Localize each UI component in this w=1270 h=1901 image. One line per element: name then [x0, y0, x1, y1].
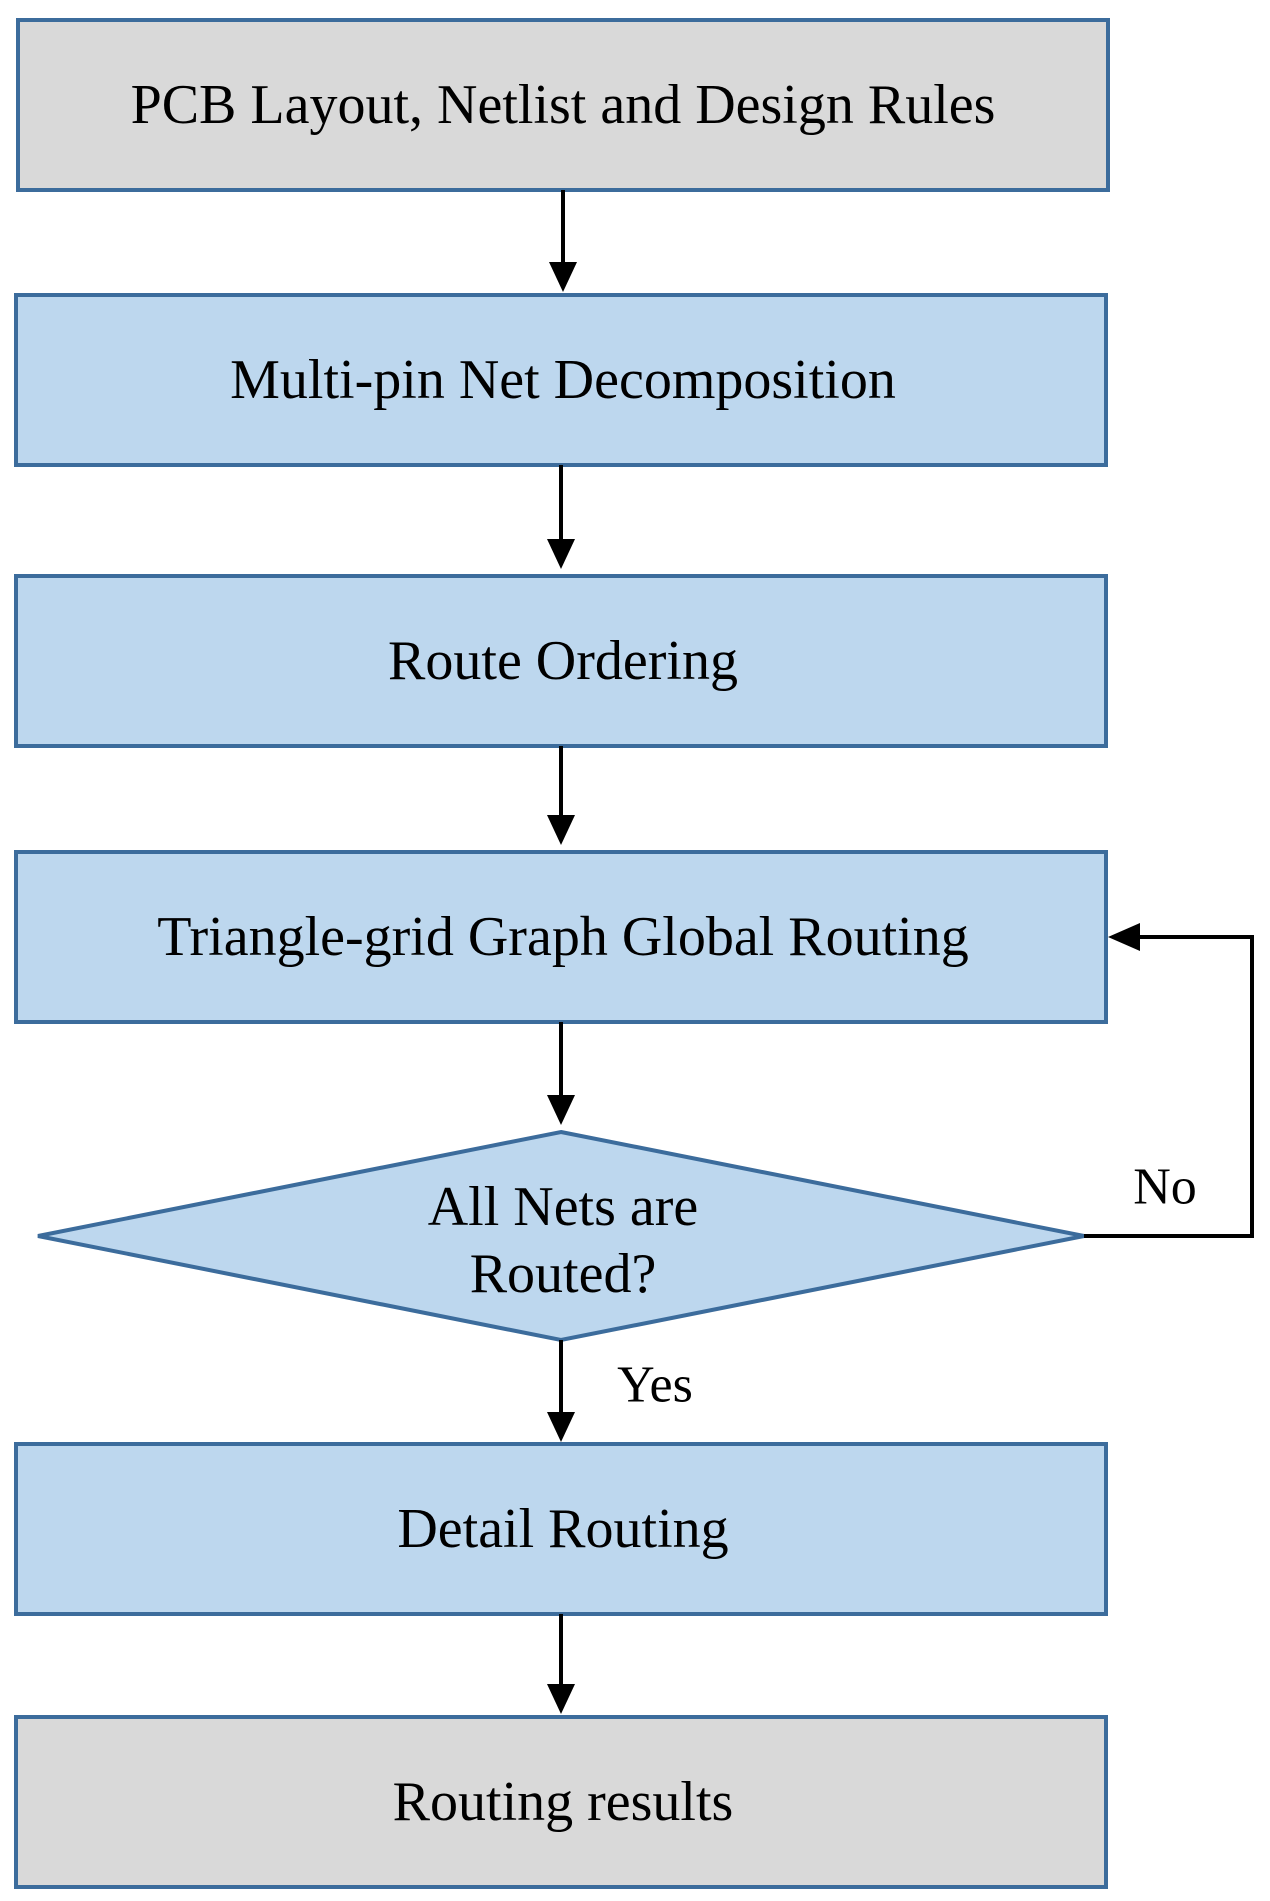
output-node-box [14, 1715, 1108, 1889]
global-routing-node-label: Triangle-grid Graph Global Routing [157, 906, 968, 968]
ordering-node: Route Ordering [14, 574, 1108, 748]
arrow-global-routing-to-decision [547, 1022, 575, 1125]
input-node: PCB Layout, Netlist and Design Rules [16, 18, 1110, 192]
ordering-node-box [14, 574, 1108, 748]
arrow-input-to-decomposition [549, 190, 577, 292]
detail-routing-node-label: Detail Routing [397, 1498, 728, 1560]
arrow-no-loop [1084, 923, 1254, 1238]
no-label: No [1133, 1159, 1197, 1216]
detail-routing-node-box [14, 1442, 1108, 1616]
detail-routing-node: Detail Routing [14, 1442, 1108, 1616]
output-node: Routing results [14, 1715, 1108, 1889]
arrow-yes [547, 1340, 575, 1442]
ordering-node-label: Route Ordering [388, 630, 738, 692]
decomposition-node-box [14, 293, 1108, 467]
decision-node: All Nets are Routed? [37, 1129, 1085, 1343]
decomposition-node: Multi-pin Net Decomposition [14, 293, 1108, 467]
arrow-ordering-to-global-routing [547, 746, 575, 845]
output-node-label: Routing results [393, 1771, 734, 1833]
decomposition-node-label: Multi-pin Net Decomposition [230, 349, 896, 411]
decision-node-label-line1: All Nets are [428, 1176, 699, 1238]
arrow-decomposition-to-ordering [547, 465, 575, 569]
global-routing-node: Triangle-grid Graph Global Routing [14, 850, 1108, 1024]
arrow-detail-to-output [547, 1614, 575, 1714]
decision-node-label-line2: Routed? [470, 1243, 657, 1305]
input-node-label: PCB Layout, Netlist and Design Rules [131, 74, 996, 136]
input-node-box [16, 18, 1110, 192]
yes-label: Yes [617, 1357, 693, 1414]
